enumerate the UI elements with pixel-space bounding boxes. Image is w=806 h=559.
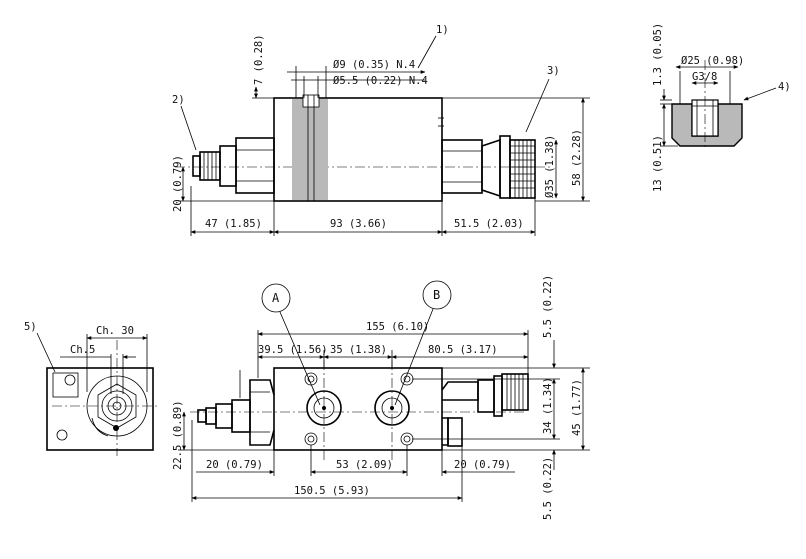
dim-total-length: 150.5 (5.93) — [294, 485, 370, 497]
callout-1: 1) — [436, 24, 449, 36]
dim-overall-length: 155 (6.10) — [366, 321, 429, 333]
dim-right-edge: 20 (0.79) — [454, 459, 511, 471]
dim-detail-diameter: Ø25 (0.98) — [681, 55, 744, 67]
port-b-label: B — [433, 288, 440, 302]
dim-hole-span: 53 (2.09) — [336, 459, 393, 471]
top-view: Ø9 (0.35) N.4 Ø5.5 (0.22) N.4 1) 7 (0.28… — [172, 24, 590, 236]
bottom-left-fitting — [197, 370, 275, 446]
dim-detail-thread: G3/8 — [692, 71, 717, 83]
dim-bottom-edge: 5.5 (0.22) — [542, 457, 554, 520]
dim-detail-depth: 13 (0.51) — [652, 135, 664, 192]
callout-5: 5) — [24, 321, 37, 333]
callout-2: 2) — [172, 94, 185, 106]
dim-knob-diameter: Ø35 (1.38) — [544, 135, 556, 198]
bottom-view: A B 155 (6.10) 39.5 (1.56) 35 (1.38) 80.… — [172, 275, 590, 520]
end-view: Ch. 30 Ch.5 5) — [24, 321, 160, 456]
dim-axis-height-top: 20 (0.79) — [172, 155, 184, 212]
dim-top-edge: 5.5 (0.22) — [542, 275, 554, 338]
dim-end-ch5: Ch.5 — [70, 344, 95, 356]
callout-4: 4) — [778, 81, 791, 93]
dim-end-ch30: Ch. 30 — [96, 325, 134, 337]
bottom-right-fitting — [441, 373, 529, 447]
dim-port-b-offset: 80.5 (3.17) — [428, 344, 498, 356]
dim-port-a-offset: 39.5 (1.56) — [258, 344, 328, 356]
right-fitting — [441, 135, 536, 199]
port-a-label: A — [272, 291, 280, 305]
callout-3: 3) — [547, 65, 560, 77]
dim-right-length: 51.5 (2.03) — [454, 218, 524, 230]
dim-body-length: 93 (3.66) — [330, 218, 387, 230]
dim-hole-small: Ø5.5 (0.22) N.4 — [333, 75, 428, 87]
dim-body-height: 45 (1.77) — [571, 379, 583, 436]
dim-detail-top: 1.3 (0.05) — [652, 23, 664, 86]
dim-left-length: 47 (1.85) — [205, 218, 262, 230]
dim-overall-height: 58 (2.28) — [571, 129, 583, 186]
dim-axis-height-bottom: 22.5 (0.89) — [172, 400, 184, 470]
dim-port-spacing: 35 (1.38) — [330, 344, 387, 356]
port-detail-view: Ø25 (0.98) G3/8 1.3 (0.05) 13 (0.51) 4) — [652, 23, 791, 192]
dim-left-edge: 20 (0.79) — [206, 459, 263, 471]
left-fitting — [192, 137, 275, 194]
dim-counterbore-depth: 7 (0.28) — [253, 34, 265, 85]
dim-hole-large: Ø9 (0.35) N.4 — [333, 59, 415, 71]
dim-hole-vertical: 34 (1.34) — [542, 377, 554, 434]
